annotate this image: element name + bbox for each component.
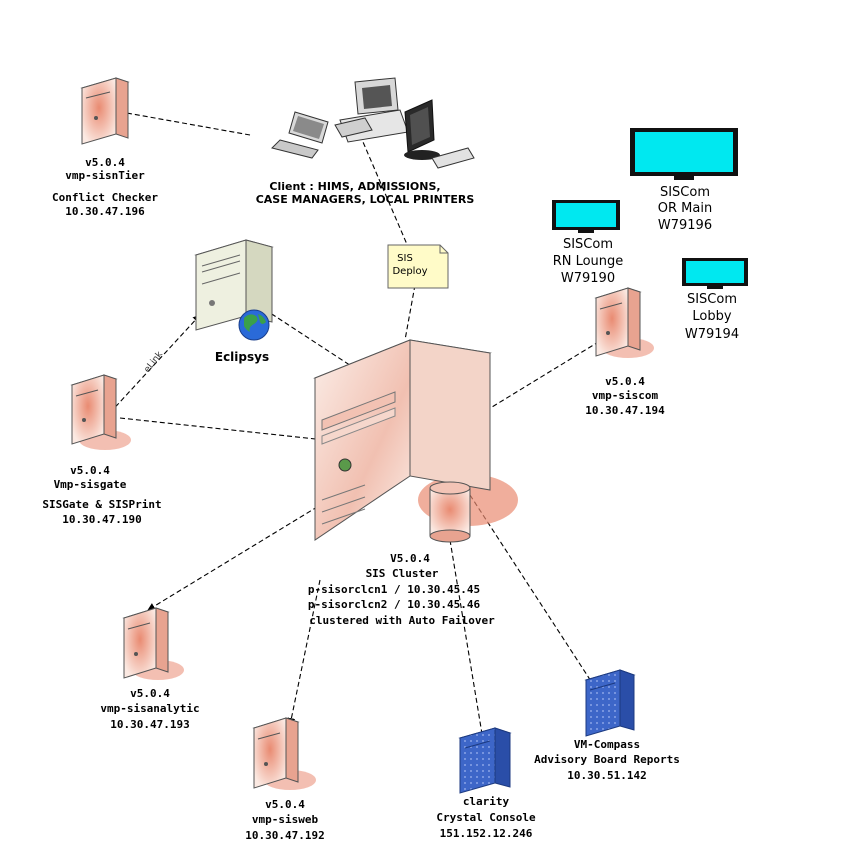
- server-tower-icon: [80, 77, 130, 145]
- elink-label: eLink: [142, 349, 165, 375]
- rn-lounge-line2: RN Lounge: [553, 254, 624, 269]
- sisweb-name: vmp-sisweb: [252, 813, 319, 826]
- cluster-node2: p-sisorclcn2 / 10.30.45.46: [308, 598, 481, 611]
- or-main-line1: SISCom: [660, 185, 710, 200]
- server-sisanalytic[interactable]: v5.0.4 vmp-sisanalytic 10.30.47.193: [100, 607, 200, 731]
- globe-icon: [238, 309, 270, 341]
- lobby-line1: SISCom: [687, 292, 737, 307]
- vmcompass-role: Advisory Board Reports: [534, 753, 680, 766]
- lobby-line3: W79194: [685, 327, 739, 342]
- server-sisgate[interactable]: v5.0.4 Vmp-sisgate SISGate & SISPrint 10…: [42, 374, 162, 526]
- client-label-line1: Client : HIMS, ADMISSIONS,: [269, 180, 440, 193]
- sisweb-version: v5.0.4: [265, 798, 305, 811]
- server-tower-icon: [70, 374, 131, 450]
- sisntier-role: Conflict Checker: [52, 191, 158, 204]
- link-cluster-sisweb: [287, 579, 321, 726]
- sisgate-version: v5.0.4: [70, 464, 110, 477]
- monitor-icon: [630, 128, 738, 180]
- cluster-failover: clustered with Auto Failover: [309, 614, 495, 627]
- sisanalytic-name: vmp-sisanalytic: [100, 702, 199, 715]
- server-clarity[interactable]: clarity Crystal Console 151.152.12.246: [436, 727, 536, 840]
- keyboard-icon: [431, 147, 475, 169]
- server-tower-icon: [594, 287, 654, 358]
- siscom-version: v5.0.4: [605, 375, 645, 388]
- laptop-icon: [271, 111, 329, 159]
- link-eclipsys-sisgate: [107, 314, 201, 416]
- or-main-line3: W79196: [658, 218, 712, 233]
- sisntier-version: v5.0.4: [85, 156, 125, 169]
- desktop-computer-icon: [334, 77, 409, 143]
- client-workstations: Client : HIMS, ADMISSIONS, CASE MANAGERS…: [256, 77, 475, 206]
- server-sisweb[interactable]: v5.0.4 vmp-sisweb 10.30.47.192: [245, 717, 325, 842]
- sis-deploy-note: SIS Deploy: [387, 244, 449, 289]
- eclipsys-label: Eclipsys: [215, 350, 269, 364]
- clarity-ip: 151.152.12.246: [440, 827, 533, 840]
- vmcompass-name: VM-Compass: [574, 738, 640, 751]
- eclipsys-server[interactable]: Eclipsys: [194, 239, 274, 364]
- sisntier-name: vmp-sisnTier: [65, 169, 145, 182]
- rn-lounge-line3: W79190: [561, 271, 615, 286]
- server-siscom[interactable]: v5.0.4 vmp-siscom 10.30.47.194: [585, 287, 665, 417]
- sisgate-ip: 10.30.47.190: [62, 513, 141, 526]
- cluster-node1: p-sisorclcn1 / 10.30.45.45: [308, 583, 480, 596]
- link-cluster-clarity: [449, 539, 488, 753]
- rn-lounge-line1: SISCom: [563, 237, 613, 252]
- blue-server-icon: [584, 669, 636, 737]
- siscom-ip: 10.30.47.194: [585, 404, 665, 417]
- sisweb-ip: 10.30.47.192: [245, 829, 324, 842]
- sis-cluster-server[interactable]: V5.0.4 SIS Cluster p-sisorclcn1 / 10.30.…: [308, 339, 518, 627]
- lobby-line2: Lobby: [692, 309, 731, 324]
- sis-deploy-line1: SIS: [397, 253, 413, 264]
- sis-deploy-line2: Deploy: [392, 266, 427, 277]
- blue-server-icon: [458, 727, 512, 794]
- monitor-icon: [552, 200, 620, 233]
- screen-or-main[interactable]: SISCom OR Main W79196: [630, 128, 738, 233]
- link-client-sisntier: [109, 107, 251, 136]
- vmcompass-ip: 10.30.51.142: [567, 769, 646, 782]
- server-tower-icon: [313, 339, 518, 541]
- client-label-line2: CASE MANAGERS, LOCAL PRINTERS: [256, 193, 475, 206]
- server-sisntier[interactable]: v5.0.4 vmp-sisnTier Conflict Checker 10.…: [52, 77, 158, 218]
- sisgate-role: SISGate & SISPrint: [42, 498, 161, 511]
- sisntier-ip: 10.30.47.196: [65, 205, 145, 218]
- link-sisgate-cluster: [119, 417, 326, 444]
- siscom-name: vmp-siscom: [592, 389, 659, 402]
- link-cluster-sisanalytic: [147, 489, 346, 611]
- sisanalytic-ip: 10.30.47.193: [110, 718, 189, 731]
- screen-lobby[interactable]: SISCom Lobby W79194: [682, 258, 748, 342]
- sisanalytic-version: v5.0.4: [130, 687, 170, 700]
- sisgate-name: Vmp-sisgate: [54, 478, 127, 491]
- or-main-line2: OR Main: [658, 201, 712, 216]
- link-eclipsys-cluster: [257, 304, 366, 376]
- clarity-role: Crystal Console: [436, 811, 536, 824]
- flat-monitor-icon: [404, 99, 440, 160]
- link-deploy-cluster: [404, 284, 416, 341]
- server-tower-icon: [194, 239, 274, 331]
- server-vmcompass[interactable]: VM-Compass Advisory Board Reports 10.30.…: [534, 669, 680, 782]
- server-tower-icon: [252, 717, 316, 790]
- connections: [107, 107, 619, 753]
- clarity-name: clarity: [463, 795, 510, 808]
- database-cylinder-icon: [429, 481, 471, 543]
- screen-rn-lounge[interactable]: SISCom RN Lounge W79190: [552, 200, 623, 286]
- monitor-icon: [682, 258, 748, 289]
- server-tower-icon: [122, 607, 184, 680]
- cluster-name: SIS Cluster: [366, 567, 439, 580]
- link-cluster-vmcompass: [469, 494, 601, 696]
- cluster-version: V5.0.4: [390, 552, 430, 565]
